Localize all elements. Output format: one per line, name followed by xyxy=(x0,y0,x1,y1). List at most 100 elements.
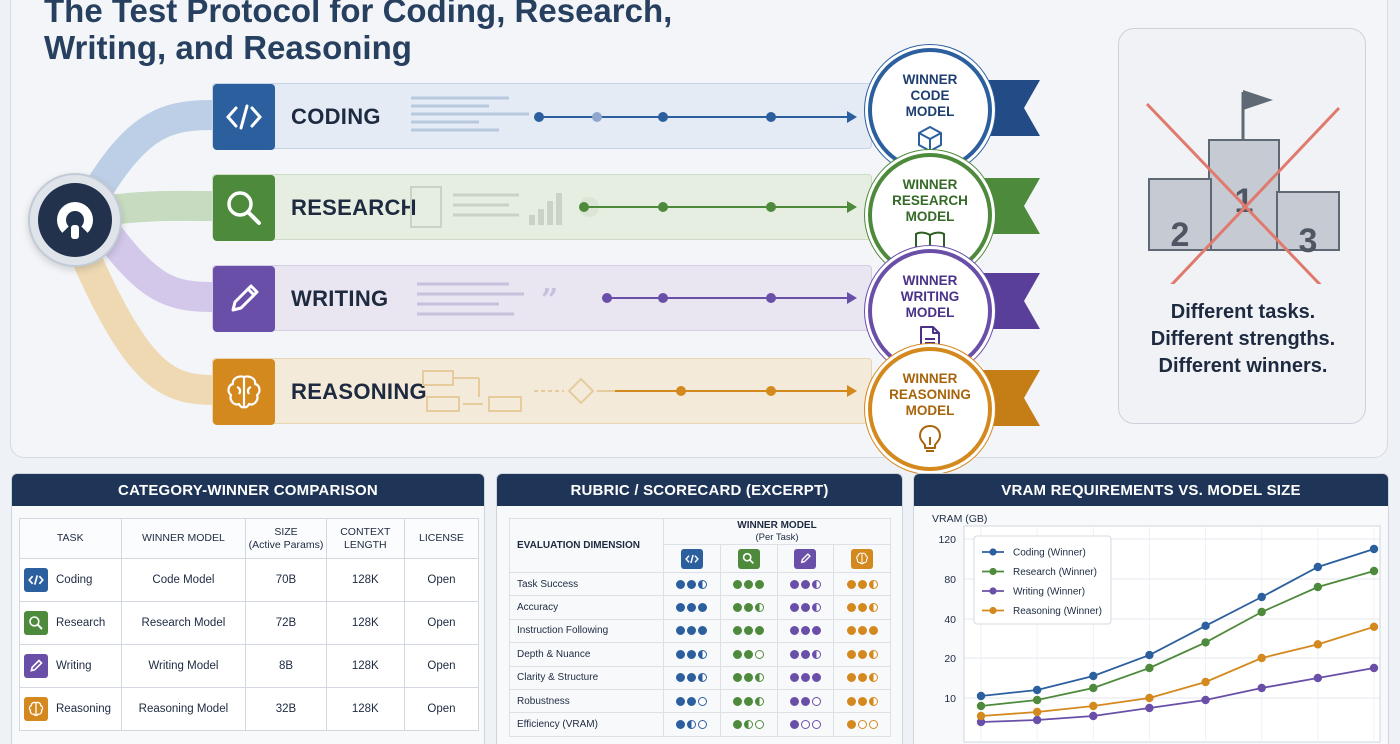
data-point xyxy=(1201,621,1210,631)
score-dot xyxy=(755,673,765,683)
score-dot xyxy=(857,720,867,730)
magnifier-icon xyxy=(24,611,48,635)
magnifier-icon xyxy=(213,175,275,241)
score-dots xyxy=(721,603,777,613)
score-dot xyxy=(868,603,878,613)
score-dot xyxy=(857,626,867,636)
lane-coding: CODING xyxy=(212,83,872,150)
data-point xyxy=(1032,685,1042,695)
rubric-row: Clarity & Structure xyxy=(509,665,891,690)
pencil-icon xyxy=(213,266,275,332)
score-dot xyxy=(846,579,856,589)
score-dot xyxy=(744,603,754,613)
score-dot xyxy=(687,603,697,613)
score-dot xyxy=(687,696,697,706)
score-dot xyxy=(676,696,686,706)
y-tick-label: 80 xyxy=(944,574,956,586)
lane-label-reasoning: REASONING xyxy=(291,379,427,404)
legend-marker xyxy=(989,548,997,556)
score-dot xyxy=(811,626,821,636)
score-dots xyxy=(721,579,777,589)
score-dot xyxy=(868,673,878,683)
score-dot xyxy=(687,720,697,730)
data-point xyxy=(1145,663,1154,673)
code-icon xyxy=(680,548,703,569)
comparison-panel: CATEGORY-WINNER COMPARISON TASK WINNER M… xyxy=(11,473,485,744)
score-dot xyxy=(744,696,754,706)
th-model: WINNER MODEL xyxy=(120,518,247,559)
score-dots xyxy=(664,673,720,683)
rubric-title: RUBRIC / SCORECARD (EXCERPT) xyxy=(497,474,902,506)
data-point xyxy=(976,701,986,711)
score-dot xyxy=(800,649,810,659)
data-point xyxy=(1369,663,1379,673)
data-point xyxy=(1089,671,1098,681)
score-dot xyxy=(755,720,765,730)
series-line xyxy=(980,667,1375,723)
score-dots xyxy=(664,720,720,730)
legend-box xyxy=(973,535,1112,625)
data-point xyxy=(1145,703,1154,713)
data-point xyxy=(1201,695,1210,705)
score-dot xyxy=(744,626,754,636)
score-dot xyxy=(676,579,686,589)
score-dots xyxy=(664,649,720,659)
data-point xyxy=(1369,566,1379,576)
score-dot xyxy=(857,579,867,589)
score-dots xyxy=(721,696,777,706)
score-dot xyxy=(857,649,867,659)
score-dot xyxy=(733,579,743,589)
score-dot xyxy=(698,673,708,683)
score-dot xyxy=(744,673,754,683)
score-dot xyxy=(789,673,799,683)
score-dot xyxy=(687,649,697,659)
score-dot xyxy=(676,603,686,613)
score-dots xyxy=(778,649,834,659)
rubric-dimension: Instruction Following xyxy=(509,618,664,644)
score-dots xyxy=(721,720,777,730)
y-tick-label: 10 xyxy=(944,693,956,705)
rubric-row: Task Success xyxy=(509,571,891,597)
podium-card: 1 2 3 Different tasks. Different strengt… xyxy=(1118,28,1366,424)
score-dots xyxy=(778,696,834,706)
score-dot xyxy=(868,626,878,636)
score-dot xyxy=(698,720,708,730)
score-dot xyxy=(733,720,743,730)
score-dots xyxy=(778,673,834,683)
score-dot xyxy=(789,649,799,659)
score-dot xyxy=(846,696,856,706)
data-point xyxy=(1032,715,1042,725)
legend-label: Writing (Winner) xyxy=(1013,587,1085,598)
data-point xyxy=(1032,707,1042,717)
score-dot xyxy=(811,673,821,683)
writing-track: ” xyxy=(417,282,857,318)
rubric-dimension: Task Success xyxy=(509,571,664,597)
score-dots xyxy=(834,720,890,730)
th-license: LICENSE xyxy=(403,518,480,559)
data-point xyxy=(1201,638,1210,647)
lane-writing: WRITING ” xyxy=(212,265,872,332)
rubric-row: Efficiency (VRAM) xyxy=(509,712,891,737)
lane-research: RESEARCH xyxy=(212,174,872,241)
title-line-2: Writing, and Reasoning xyxy=(44,29,412,66)
code-icon xyxy=(213,84,275,150)
code-icon xyxy=(24,568,48,592)
score-dot xyxy=(846,626,856,636)
score-dot xyxy=(857,673,867,683)
score-dot xyxy=(698,579,708,589)
series-line xyxy=(980,570,1375,707)
pencil-icon xyxy=(794,548,817,569)
score-dot xyxy=(789,696,799,706)
title-line-1: The Test Protocol for Coding, Research, xyxy=(44,0,673,29)
legend-label: Research (Winner) xyxy=(1013,567,1097,578)
score-dot xyxy=(846,673,856,683)
data-point xyxy=(1201,677,1210,687)
research-track xyxy=(410,186,857,228)
score-dot xyxy=(868,579,878,589)
score-dots xyxy=(664,603,720,613)
